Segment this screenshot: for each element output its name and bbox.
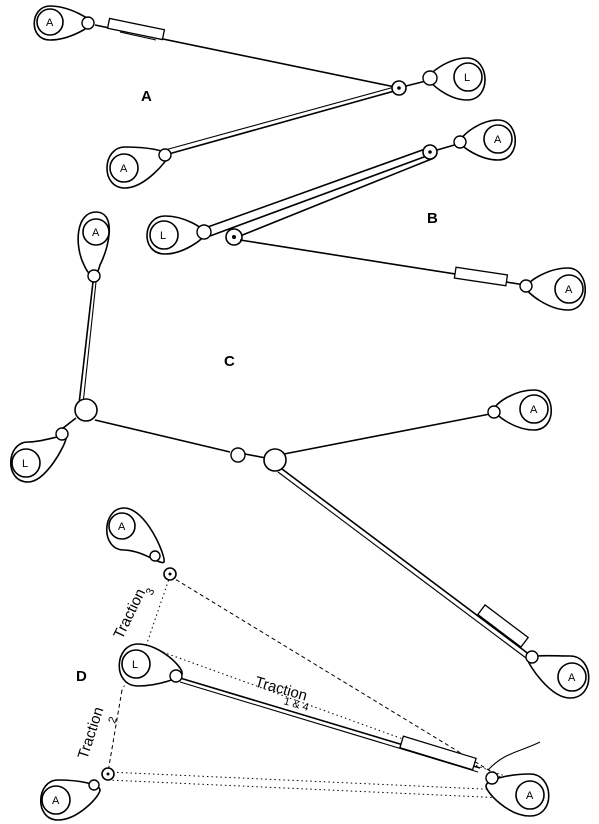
traction-number-3: 3 — [144, 587, 157, 598]
anchor-label: L — [132, 659, 138, 671]
anchor-b-bottom: A — [519, 267, 587, 311]
section-label-c: C — [224, 353, 235, 370]
anchor-label: L — [22, 458, 28, 470]
rig-c: A L A A C — [9, 211, 590, 699]
anchor-label: A — [46, 17, 54, 29]
section-label-d: D — [76, 668, 87, 685]
anchor-label: A — [118, 521, 126, 533]
anchor-c-right: A — [487, 389, 553, 431]
anchor-label: A — [494, 134, 502, 146]
rig-b: A L A B — [146, 119, 587, 311]
anchor-label: A — [120, 163, 128, 175]
anchor-c-top: A — [77, 211, 110, 283]
anchor-label: A — [92, 227, 100, 239]
anchor-label: A — [568, 672, 576, 684]
anchor-label: L — [464, 72, 470, 84]
anchor-c-bottom: A — [525, 650, 590, 699]
anchor-l-a: L — [422, 57, 486, 101]
anchor-b-top: A — [453, 119, 517, 161]
anchor-b-left: L — [146, 215, 212, 255]
traction-label-3: Traction — [110, 586, 149, 642]
anchor-d-top: A — [105, 507, 165, 564]
anchor-d-bottom: A — [39, 779, 101, 821]
anchor-label: L — [160, 230, 166, 242]
rig-a: A L A A — [33, 5, 486, 189]
traction-number-2: 2 — [106, 715, 119, 725]
traction-label-2: Traction — [75, 705, 108, 761]
anchor-label: A — [565, 284, 573, 296]
anchor-label: A — [530, 404, 538, 416]
section-label-a: A — [141, 88, 152, 105]
anchor-d-right: A — [485, 771, 550, 817]
anchor-c-left: L — [9, 427, 69, 483]
anchor-a-top: A — [33, 5, 95, 41]
anchor-label: A — [52, 795, 60, 807]
section-label-b: B — [427, 210, 438, 227]
anchor-d-left: L — [118, 643, 183, 687]
anchor-label: A — [526, 790, 534, 802]
rig-d: A L A A Traction 3 Traction 2 Tracti — [39, 507, 550, 821]
anchor-a-bottom: A — [106, 146, 172, 189]
